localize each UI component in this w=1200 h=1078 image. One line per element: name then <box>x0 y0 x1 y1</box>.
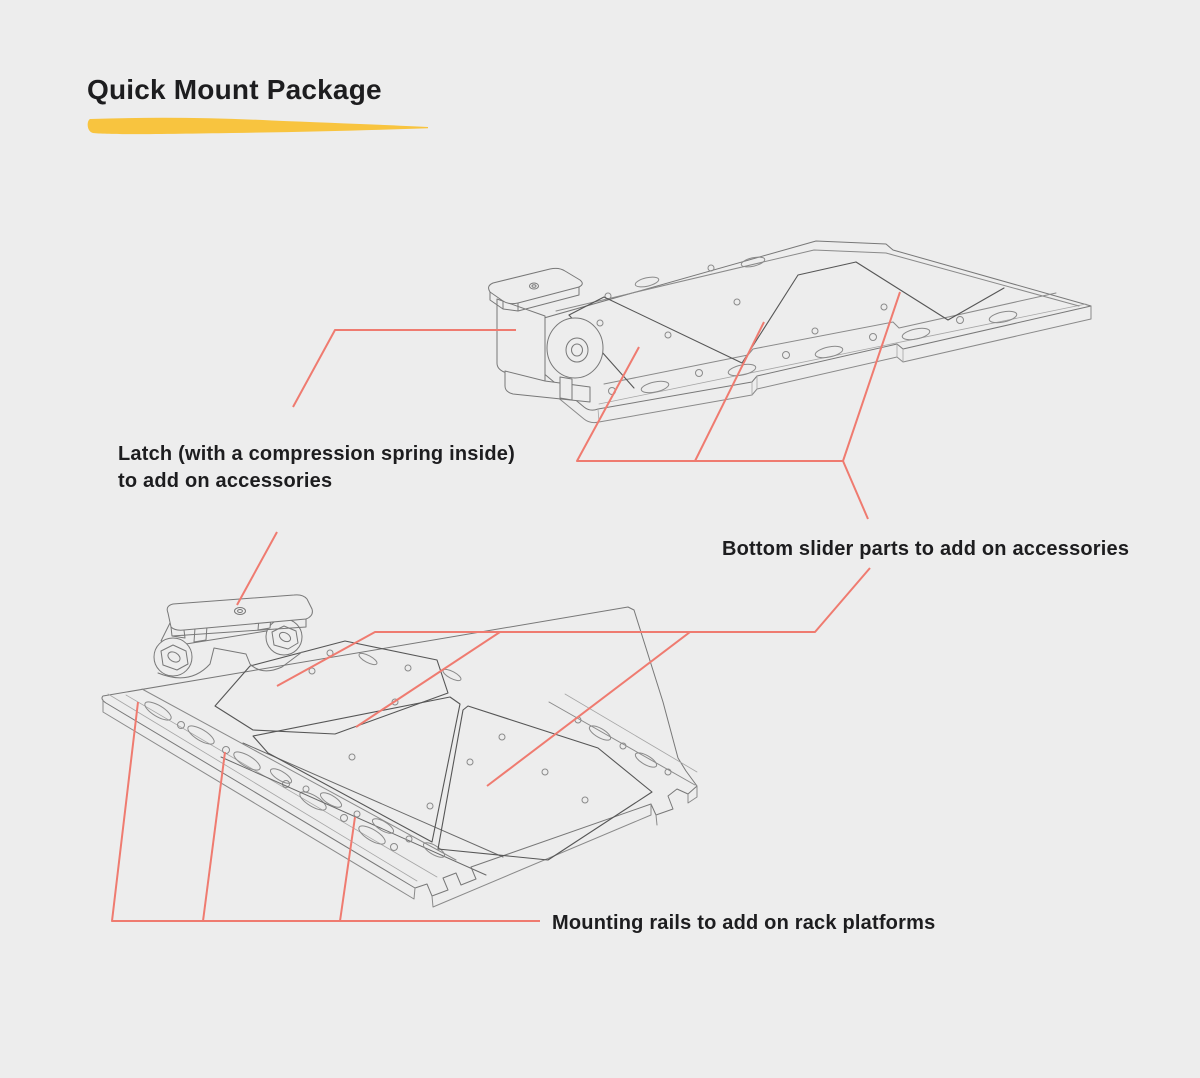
leader-latch-bottom <box>236 531 278 606</box>
title-underline-stroke <box>87 117 429 135</box>
leader-slider-bottom-3 <box>486 631 691 787</box>
leader-rails-2 <box>202 751 226 922</box>
bottom-slider-annotation-text: Bottom slider parts to add on accessorie… <box>722 538 1130 560</box>
bottom-latch-drawing <box>153 594 313 679</box>
leader-slider-bottom-2 <box>355 631 501 728</box>
mounting-rails-annotation: Mounting rails to add on rack platforms <box>552 910 935 937</box>
leader-rails-1 <box>111 701 540 922</box>
latch-annotation-line1: Latch (with a compression spring inside) <box>118 443 515 465</box>
leader-slider-bottom-1 <box>276 567 871 687</box>
bottom-slider-annotation: Bottom slider parts to add on accessorie… <box>722 536 1129 563</box>
leader-lines <box>111 291 901 922</box>
leader-latch-top <box>292 329 516 408</box>
mounting-rails-annotation-text: Mounting rails to add on rack platforms <box>552 912 936 934</box>
top-latch-drawing <box>488 267 604 403</box>
leader-slider-top-2 <box>694 321 765 462</box>
latch-annotation: Latch (with a compression spring inside)… <box>118 441 515 495</box>
leader-slider-top-1 <box>576 346 869 520</box>
latch-annotation-line2: to add on accessories <box>118 470 333 492</box>
page-title: Quick Mount Package <box>87 74 382 105</box>
bottom-assembly-drawing <box>101 606 698 908</box>
leader-slider-top-3 <box>842 291 901 462</box>
leader-rails-3 <box>339 816 356 922</box>
